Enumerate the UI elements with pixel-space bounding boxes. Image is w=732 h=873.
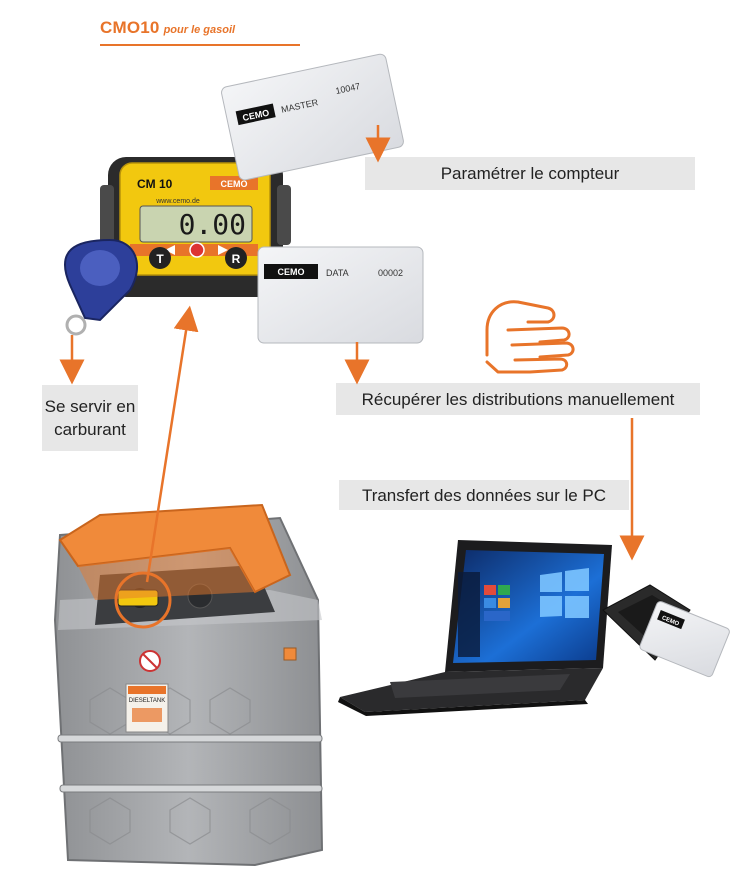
header-rule — [100, 44, 300, 46]
label-retrieve-text: Récupérer les distributions manuellement — [361, 389, 675, 409]
label-transfer-pc: Transfert des données sur le PC — [339, 480, 629, 510]
meter-model: CM 10 — [137, 177, 173, 191]
meter-button-r: R — [232, 252, 241, 266]
arrow-tank-to-meter — [145, 305, 199, 583]
product-subtitle: pour le gasoil — [163, 24, 236, 36]
label-retrieve-manually: Récupérer les distributions manuellement — [336, 383, 700, 415]
diesel-tank: DIESELTANK — [53, 503, 324, 867]
data-card-brand: CEMO — [278, 267, 305, 277]
label-configure-text: Paramétrer le compteur — [440, 164, 620, 183]
master-card: CEMO MASTER 10047 — [221, 53, 404, 181]
meter-highlight-circle — [114, 571, 172, 629]
hand-icon — [485, 300, 575, 374]
label-configure-meter: Paramétrer le compteur — [365, 157, 695, 190]
meter-website: www.cemo.de — [155, 198, 200, 205]
rfid-key-fob — [64, 238, 139, 336]
data-card-number: 00002 — [378, 268, 403, 278]
label-refuel: Se servir en carburant — [42, 385, 138, 451]
label-refuel-line1: Se servir en — [44, 397, 136, 416]
card-reader: CEMO — [602, 584, 730, 678]
laptop — [338, 540, 612, 716]
tank-label: DIESELTANK — [129, 698, 165, 704]
meter-brand: CEMO — [221, 179, 248, 189]
product-name: CMO10 — [100, 18, 160, 37]
data-card: CEMO DATA 00002 — [257, 246, 424, 344]
meter-display-reading: 0.00 — [179, 208, 246, 241]
meter-button-t: T — [156, 252, 164, 266]
data-card-label: DATA — [326, 268, 349, 278]
label-transfer-text: Transfert des données sur le PC — [361, 485, 607, 505]
label-refuel-line2: carburant — [54, 420, 126, 439]
cm10-meter: CM 10 CEMO www.cemo.de 0.00 T R — [100, 157, 291, 297]
